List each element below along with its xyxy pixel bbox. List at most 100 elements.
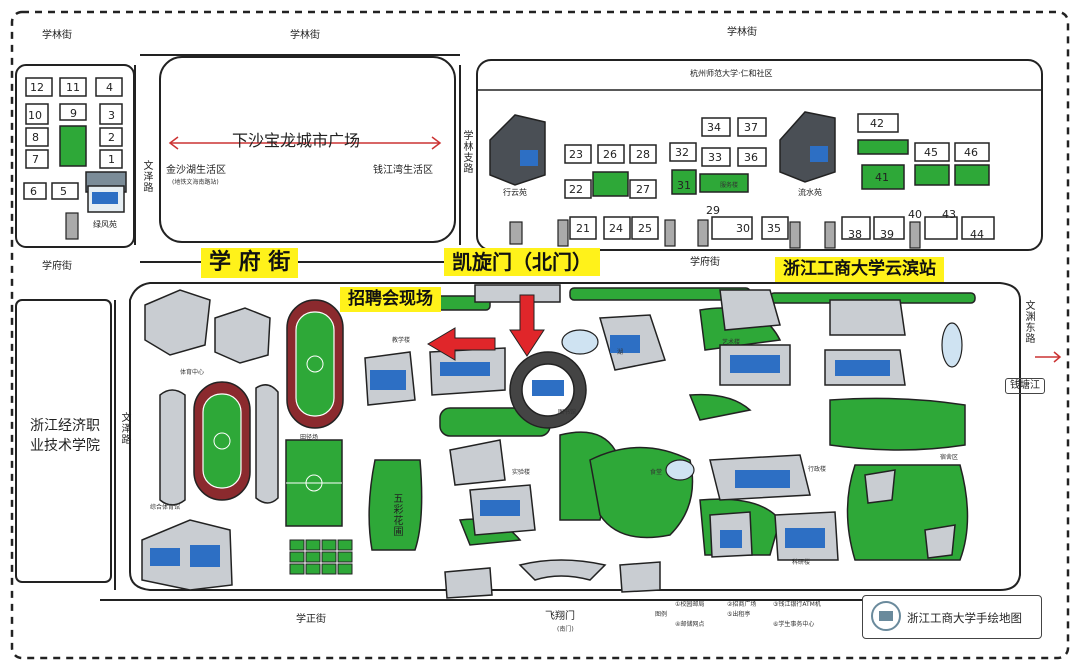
street-xuezheng: 学正街 bbox=[296, 614, 326, 625]
label-lab: 实验楼 bbox=[512, 469, 531, 476]
feixiang-sub: (南门) bbox=[557, 626, 574, 633]
street-xuefu-right: 学府街 bbox=[690, 257, 720, 268]
dorm-xingyun: 行云苑 bbox=[503, 188, 527, 197]
campus-buildings bbox=[141, 284, 956, 599]
street-xuelin-left: 学林街 bbox=[42, 30, 72, 41]
label-teaching: 教学楼 bbox=[392, 337, 411, 344]
dorm-21: 21 bbox=[576, 222, 590, 235]
left-buildings bbox=[23, 77, 123, 200]
courts bbox=[289, 539, 353, 575]
job-fair-highlight: 招聘会现场 bbox=[340, 287, 441, 312]
street-wenze-top: 文泽路 bbox=[141, 160, 152, 193]
dorm-32: 32 bbox=[675, 146, 689, 159]
map-title: 浙江工商大学手绘地图 bbox=[907, 611, 1022, 625]
dorm-25: 25 bbox=[638, 222, 652, 235]
red-arrows bbox=[427, 294, 545, 361]
dorm-34: 34 bbox=[707, 121, 721, 134]
dorm-42: 42 bbox=[870, 117, 884, 130]
label-gym: 综合体育馆 bbox=[150, 504, 181, 511]
legend-item-6: ⑥学生事务中心 bbox=[773, 621, 815, 628]
bldg-2: 2 bbox=[108, 131, 115, 144]
dorm-44: 44 bbox=[970, 228, 984, 241]
bldg-11: 11 bbox=[66, 81, 80, 94]
left-green bbox=[59, 125, 87, 167]
label-art: 艺术楼 bbox=[722, 339, 741, 346]
flower-bed: 五彩花圃 bbox=[391, 493, 402, 537]
dorm-23: 23 bbox=[569, 148, 583, 161]
dorm-xiyuan: 绿风苑 bbox=[93, 220, 117, 229]
legend-item-4: ④邮储网点 bbox=[675, 621, 705, 628]
top-dorms bbox=[489, 111, 836, 186]
dorm-36: 36 bbox=[744, 151, 758, 164]
baolong-block bbox=[159, 56, 456, 243]
legend-title: 图例 bbox=[655, 611, 668, 618]
normal-univ: 杭州师范大学·仁和社区 bbox=[690, 69, 773, 78]
street-xuefu-left: 学府街 bbox=[42, 261, 72, 272]
university-logo-icon bbox=[871, 601, 901, 631]
service-building: 服务楼 bbox=[720, 182, 739, 189]
top-dorm-boxes bbox=[564, 113, 990, 199]
label-canteen: 食堂 bbox=[650, 469, 663, 476]
legend-item-5: ⑤出租亭 bbox=[727, 611, 751, 618]
dorm-26: 26 bbox=[603, 148, 617, 161]
street-wenze-mid: 文泽路 bbox=[119, 412, 130, 445]
street-wenyuan-east: 文渊东路 bbox=[1023, 300, 1034, 344]
dorm-30: 30 bbox=[736, 222, 750, 235]
dorm-35: 35 bbox=[767, 222, 781, 235]
label-lake: 湖 bbox=[617, 349, 624, 356]
bldg-6: 6 bbox=[30, 185, 37, 198]
metro-station-highlight: 浙江工商大学云滨站 bbox=[775, 257, 944, 282]
legend-item-3: ③钱江银行ATM机 bbox=[773, 601, 821, 608]
bldg-1: 1 bbox=[108, 153, 115, 166]
street-xuelin-branch: 学林支路 bbox=[461, 130, 472, 174]
dorm-27: 27 bbox=[636, 183, 650, 196]
label-library: 图书馆 bbox=[558, 409, 577, 416]
dorm-39: 39 bbox=[880, 228, 894, 241]
dorm-liushui: 流水苑 bbox=[798, 188, 822, 197]
dorm-28: 28 bbox=[636, 148, 650, 161]
label-dorm: 宿舍区 bbox=[940, 454, 959, 461]
dorm-31: 31 bbox=[677, 179, 691, 192]
label-science: 科研楼 bbox=[792, 559, 811, 566]
dorm-40: 40 bbox=[908, 208, 922, 221]
label-sport: 体育中心 bbox=[180, 369, 205, 376]
xuefu-street-highlight: 学 府 街 bbox=[201, 248, 299, 278]
bldg-7: 7 bbox=[32, 153, 39, 166]
legend-item-1: ①校园邮局 bbox=[675, 601, 705, 608]
bldg-10: 10 bbox=[28, 109, 42, 122]
college-block bbox=[15, 299, 112, 583]
dorm-22: 22 bbox=[569, 183, 583, 196]
jinsha-sub: (地铁文海南路站) bbox=[172, 179, 219, 186]
legend-item-2: ②招商广场 bbox=[727, 601, 757, 608]
jinsha-zone: 金沙湖生活区 bbox=[166, 165, 226, 176]
label-admin: 行政楼 bbox=[808, 466, 827, 473]
map-legend: 图例 ①校园邮局 ②招商广场 ③钱江银行ATM机 ④邮储网点 ⑤出租亭 ⑥学生事… bbox=[655, 597, 859, 631]
dorm-38: 38 bbox=[848, 228, 862, 241]
bldg-5: 5 bbox=[60, 185, 67, 198]
bldg-8: 8 bbox=[32, 131, 39, 144]
track-top bbox=[286, 299, 344, 429]
bldg-3: 3 bbox=[108, 109, 115, 122]
street-xuelin-right: 学林街 bbox=[727, 27, 757, 38]
dorm-24: 24 bbox=[609, 222, 623, 235]
dorm-45: 45 bbox=[924, 146, 938, 159]
dorm-46: 46 bbox=[964, 146, 978, 159]
bldg-4: 4 bbox=[106, 81, 113, 94]
top-row-dorms bbox=[569, 216, 995, 240]
bldg-12: 12 bbox=[30, 81, 44, 94]
dorm-33: 33 bbox=[708, 151, 722, 164]
baolong-plaza: 下沙宝龙城市广场 bbox=[232, 131, 361, 150]
kaixuan-gate-highlight: 凯旋门（北门） bbox=[444, 248, 600, 276]
dorm-29: 29 bbox=[706, 204, 720, 217]
left-college-name: 浙江经济职业技术学院 bbox=[30, 418, 100, 455]
label-stadium: 田径场 bbox=[300, 434, 319, 441]
street-xuelin-mid: 学林街 bbox=[290, 30, 320, 41]
map-border bbox=[10, 10, 1070, 660]
bldg-9: 9 bbox=[70, 107, 77, 120]
windows bbox=[150, 335, 890, 567]
to-qiantang: 钱塘江 bbox=[1005, 378, 1045, 394]
dorm-37: 37 bbox=[744, 121, 758, 134]
feixiang-gate: 飞翔门 bbox=[545, 611, 575, 622]
qiantang-zone: 钱江湾生活区 bbox=[373, 165, 433, 176]
